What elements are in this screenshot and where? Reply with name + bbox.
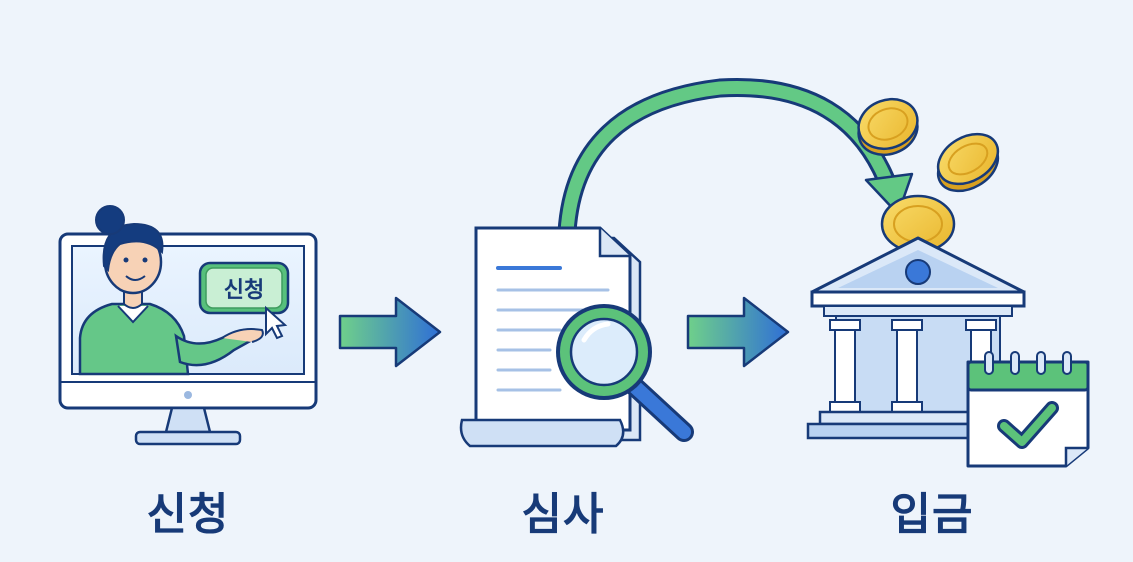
coin-icon	[857, 97, 919, 157]
person-icon	[78, 205, 264, 376]
step-label-apply: 신청	[146, 489, 230, 540]
magnifier-icon	[556, 304, 694, 442]
step-label-deposit: 입금	[890, 489, 974, 540]
coin-icon	[936, 132, 1000, 193]
curved-arrow-icon	[557, 77, 914, 233]
calendar-check-icon	[966, 351, 1090, 468]
cursor-icon	[265, 305, 288, 340]
step-label-review: 심사	[521, 489, 605, 540]
apply-button: 신청	[198, 261, 290, 315]
arrow-right-icon	[686, 296, 790, 368]
arrow-right-icon	[338, 296, 442, 368]
apply-button-text: 신청	[224, 278, 264, 303]
coin-icon	[880, 194, 956, 254]
